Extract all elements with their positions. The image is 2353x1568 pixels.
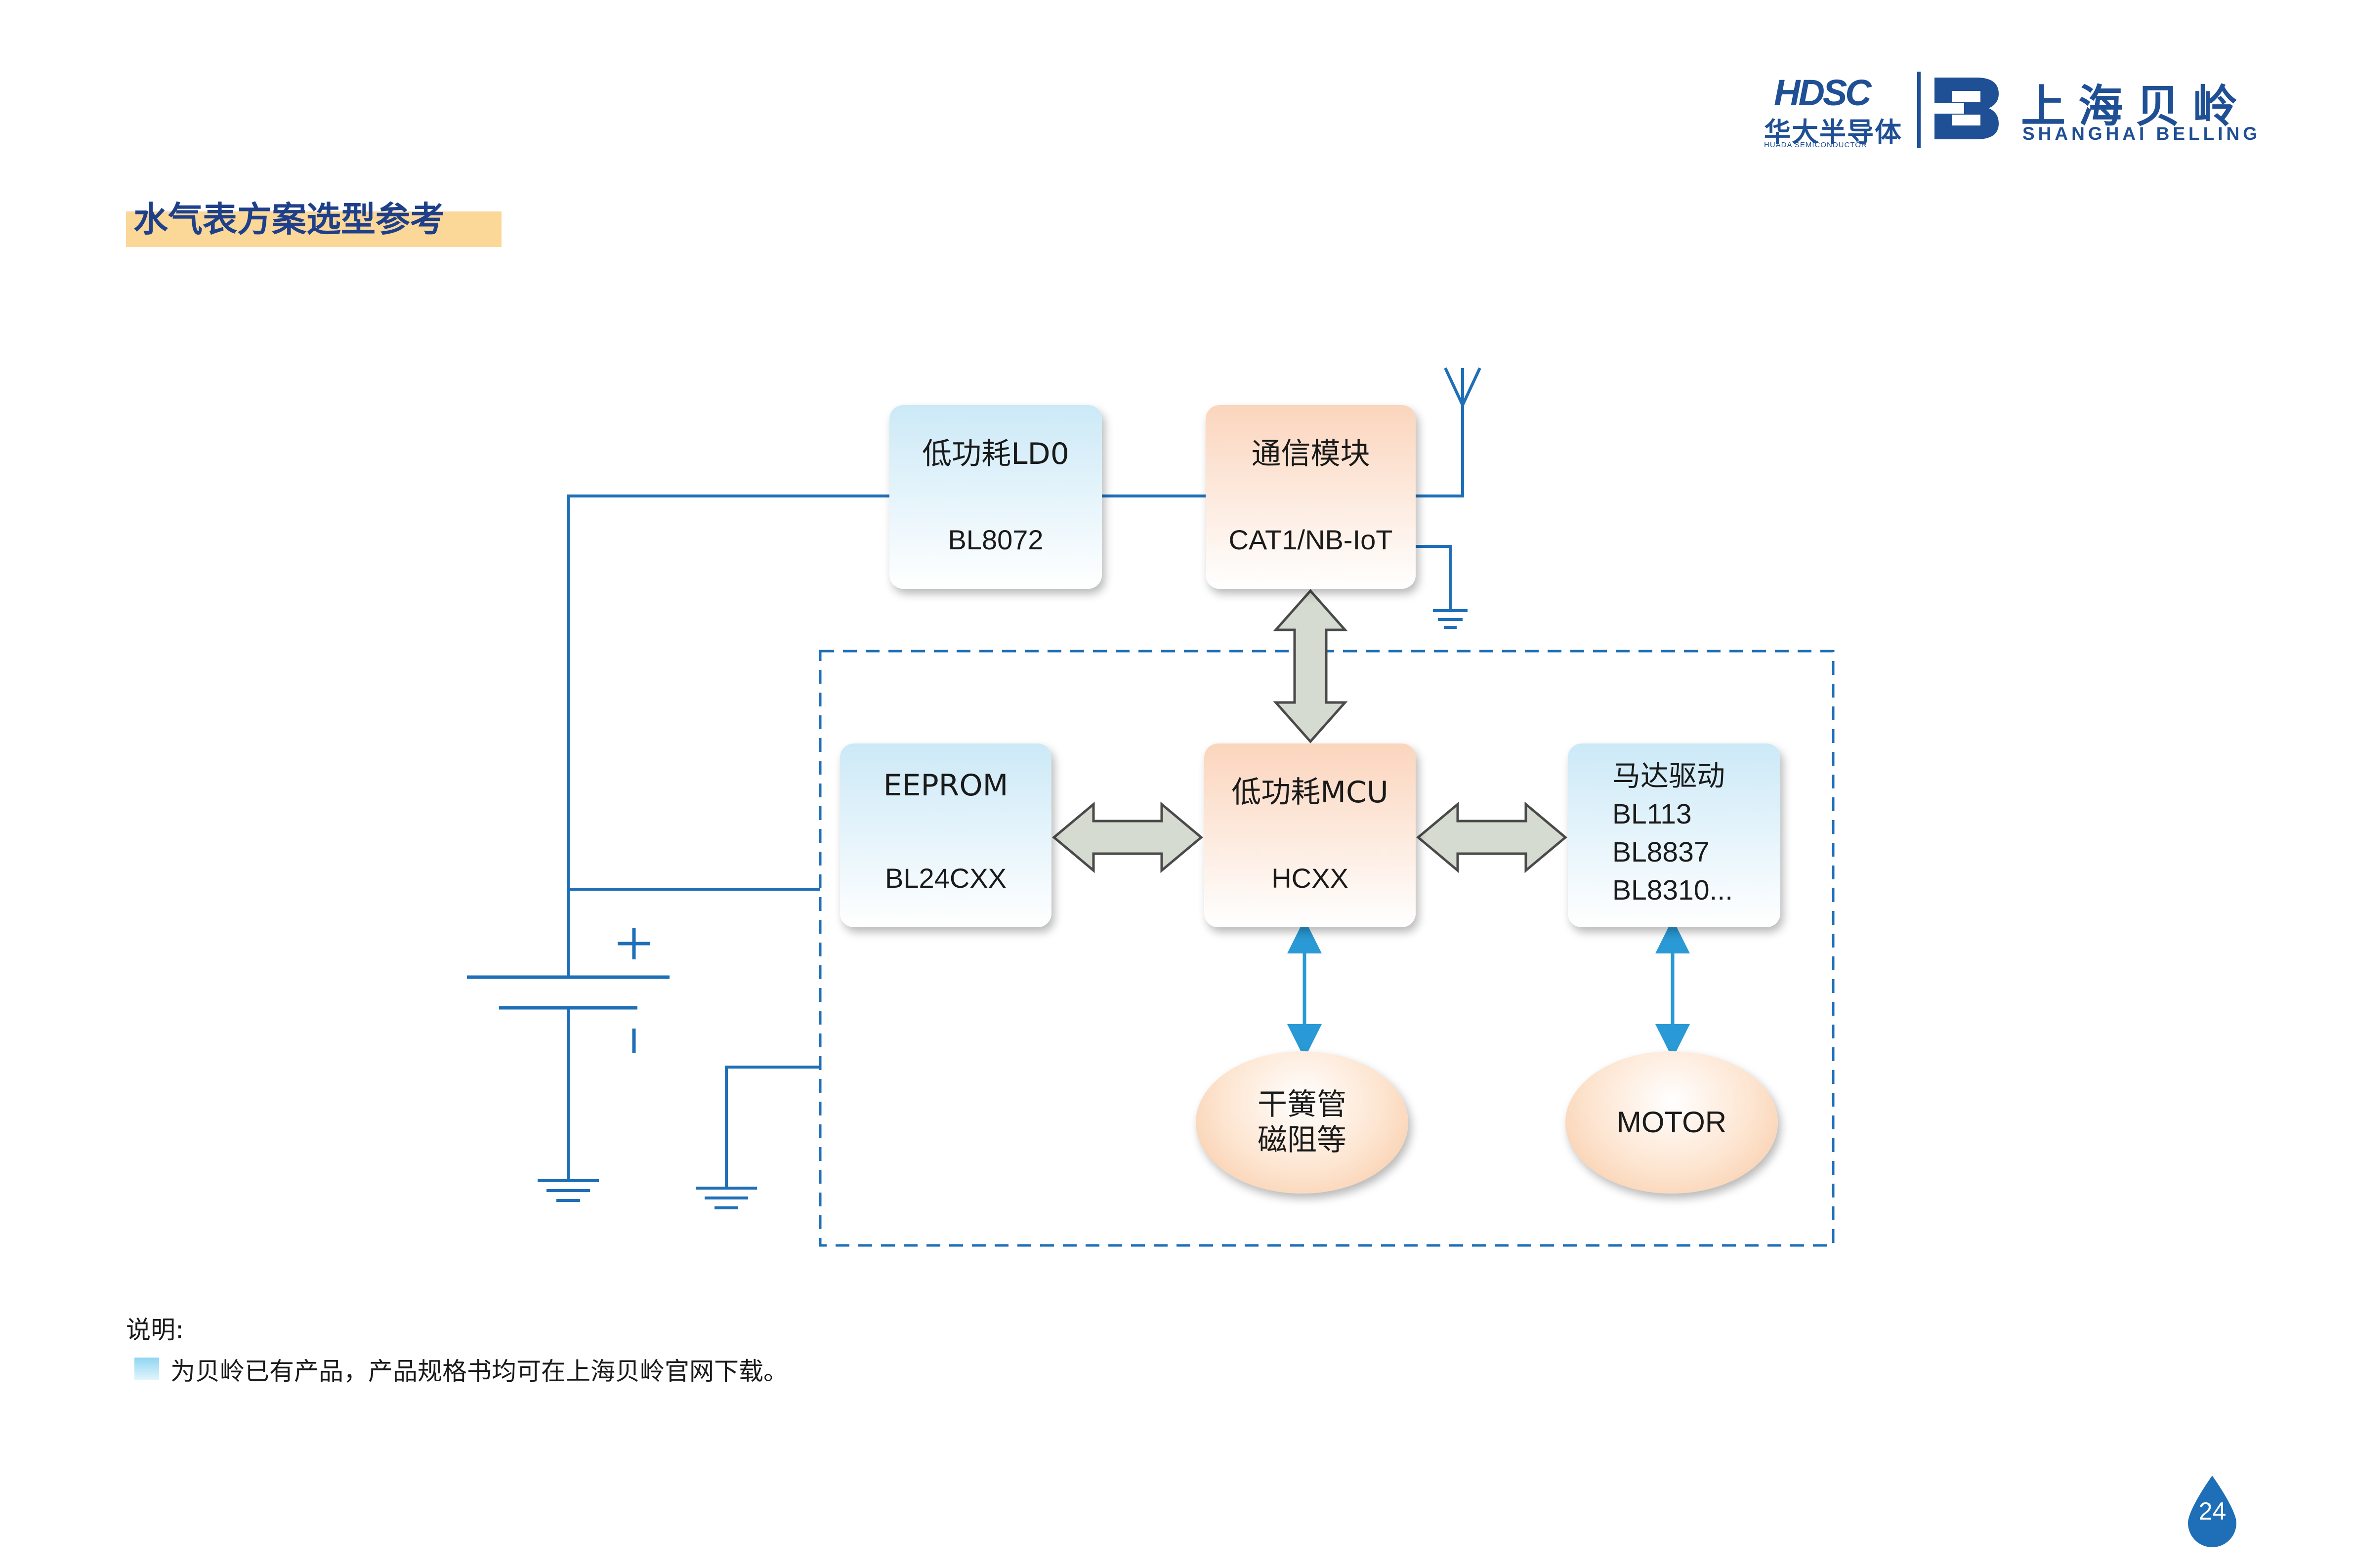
mcu-title: 低功耗MCU <box>1231 775 1388 810</box>
belling-logo-chinese: 上海贝岭 <box>2021 81 2250 132</box>
motor-label: MOTOR <box>1616 1106 1727 1139</box>
legend-text: 为贝岭已有产品，产品规格书均可在上海贝岭官网下载。 <box>170 1357 788 1386</box>
water-drop-icon <box>2188 1476 2236 1547</box>
eeprom-part: BL24CXX <box>885 863 1007 894</box>
ground-icon <box>1416 545 1468 629</box>
eeprom-block: EEPROM BL24CXX <box>840 743 1051 927</box>
mcu-block: 低功耗MCU HCXX <box>1204 743 1416 927</box>
ground-icon <box>538 1179 599 1202</box>
comm-module-part: CAT1/NB-IoT <box>1228 524 1393 555</box>
hdsc-logo: HDSC 华大半导体 HUADA SEMICONDUCTOR <box>1764 72 1912 149</box>
ground-icon <box>696 1187 757 1209</box>
mcu-part: HCXX <box>1271 863 1348 894</box>
battery-plus-icon <box>618 928 650 959</box>
ldo-block: 低功耗LD0 BL8072 <box>889 405 1102 589</box>
ldo-part: BL8072 <box>948 524 1044 555</box>
motor-driver-block: 马达驱动 BL113 BL8837 BL8310... <box>1568 743 1780 927</box>
sensor-label: 干簧管 磁阻等 <box>1258 1087 1346 1157</box>
logo-divider <box>1917 72 1921 148</box>
eeprom-title: EEPROM <box>883 768 1008 803</box>
eeprom-mcu-bus-arrow <box>1052 801 1203 873</box>
legend-swatch <box>134 1358 159 1380</box>
ldo-title: 低功耗LD0 <box>922 437 1069 471</box>
comm-module-block: 通信模块 CAT1/NB-IoT <box>1206 405 1416 589</box>
motor-driver-part: BL8837 <box>1612 836 1710 868</box>
hdsc-logo-mark: HDSC <box>1774 72 1872 113</box>
hdsc-logo-chinese: 华大半导体 <box>1764 117 1902 148</box>
comm-mcu-bus-arrow <box>1273 589 1348 743</box>
power-wiring <box>567 495 1206 1188</box>
comm-module-title: 通信模块 <box>1251 437 1370 471</box>
hdsc-logo-english: HUADA SEMICONDUCTOR <box>1764 141 1867 149</box>
belling-logo-english: SHANGHAI BELLING <box>2022 124 2261 144</box>
title-highlight <box>126 211 502 247</box>
belling-logo-icon <box>1934 78 1999 139</box>
page-title: 水气表方案选型参考 <box>133 199 445 240</box>
motor-driver-title: 马达驱动 <box>1612 760 1725 792</box>
battery-symbol <box>467 975 670 1010</box>
motor-driver-part: BL8310... <box>1612 874 1733 906</box>
antenna-icon <box>1416 367 1481 497</box>
sensor-ellipse: 干簧管 磁阻等 <box>1196 1051 1408 1194</box>
motor-ellipse: MOTOR <box>1565 1051 1778 1194</box>
page-number: 24 <box>2198 1497 2227 1525</box>
mcu-driver-bus-arrow <box>1416 801 1567 873</box>
motor-driver-part: BL113 <box>1612 798 1692 830</box>
notes-heading: 说明: <box>126 1316 184 1344</box>
